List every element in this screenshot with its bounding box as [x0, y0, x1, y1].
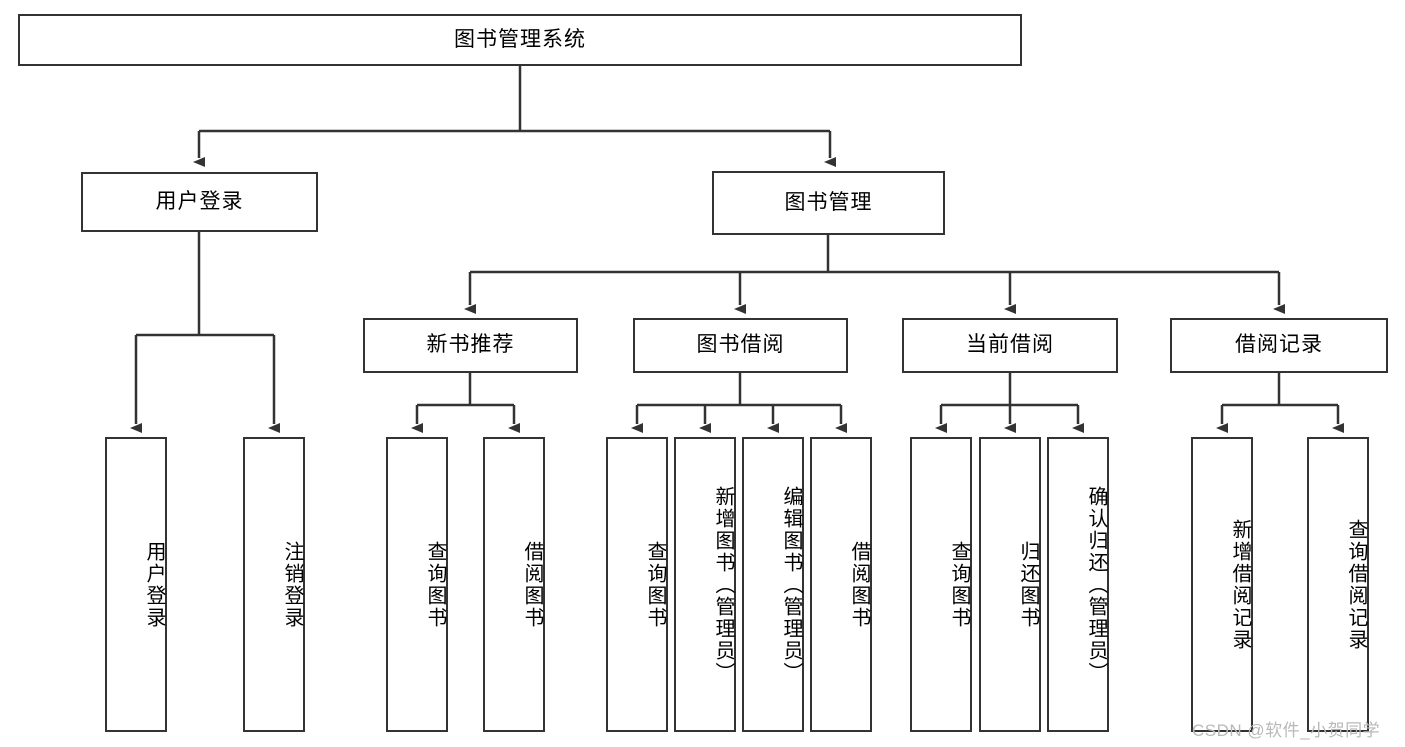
node-label: 图书管理: [784, 190, 873, 214]
leaf-book-borrow-edit-book-admin[interactable]: 编辑图书（管理员）: [742, 437, 804, 732]
node-label: 新书推荐: [426, 333, 515, 357]
node-current-borrow[interactable]: 当前借阅: [902, 318, 1118, 373]
node-label: 用户登录: [155, 189, 244, 213]
leaf-label: 借阅图书: [848, 540, 870, 629]
leaf-label: 新增图书（管理员）: [712, 485, 734, 684]
leaf-label: 编辑图书（管理员）: [780, 485, 802, 684]
node-book-borrow[interactable]: 图书借阅: [633, 318, 848, 373]
leaf-label: 查询图书: [948, 540, 970, 629]
leaf-book-borrow-add-book-admin[interactable]: 新增图书（管理员）: [674, 437, 736, 732]
leaf-label: 归还图书: [1017, 540, 1039, 629]
node-new-book-recommend[interactable]: 新书推荐: [363, 318, 578, 373]
leaf-user-login-logout[interactable]: 注销登录: [243, 437, 305, 732]
node-root-book-management-system[interactable]: 图书管理系统: [18, 14, 1022, 66]
leaf-borrow-record-add-record[interactable]: 新增借阅记录: [1191, 437, 1253, 732]
leaf-label: 查询图书: [424, 540, 446, 629]
node-label: 图书借阅: [696, 333, 785, 357]
leaf-label: 用户登录: [143, 540, 165, 629]
leaf-current-borrow-query-book[interactable]: 查询图书: [910, 437, 972, 732]
leaf-user-login-do-login[interactable]: 用户登录: [105, 437, 167, 732]
node-label: 借阅记录: [1235, 333, 1323, 357]
leaf-new-book-query-book[interactable]: 查询图书: [386, 437, 448, 732]
node-label: 当前借阅: [966, 333, 1054, 357]
leaf-borrow-record-query-record[interactable]: 查询借阅记录: [1307, 437, 1369, 732]
leaf-book-borrow-borrow-book[interactable]: 借阅图书: [810, 437, 872, 732]
leaf-current-borrow-return-book[interactable]: 归还图书: [979, 437, 1041, 732]
leaf-label: 查询图书: [644, 540, 666, 629]
leaf-book-borrow-query-book[interactable]: 查询图书: [606, 437, 668, 732]
leaf-label: 借阅图书: [521, 540, 543, 629]
node-book-management[interactable]: 图书管理: [712, 171, 945, 235]
csdn-watermark: CSDN @软件_小贺同学: [1192, 721, 1381, 740]
leaf-new-book-borrow-book[interactable]: 借阅图书: [483, 437, 545, 732]
leaf-current-borrow-confirm-return-admin[interactable]: 确认归还（管理员）: [1047, 437, 1109, 732]
node-borrow-record[interactable]: 借阅记录: [1170, 318, 1388, 373]
leaf-label: 注销登录: [281, 540, 303, 629]
leaf-label: 查询借阅记录: [1345, 518, 1367, 651]
node-user-login[interactable]: 用户登录: [81, 172, 318, 232]
leaf-label: 确认归还（管理员）: [1085, 485, 1107, 684]
leaf-label: 新增借阅记录: [1229, 518, 1251, 651]
node-label: 图书管理系统: [454, 27, 586, 51]
